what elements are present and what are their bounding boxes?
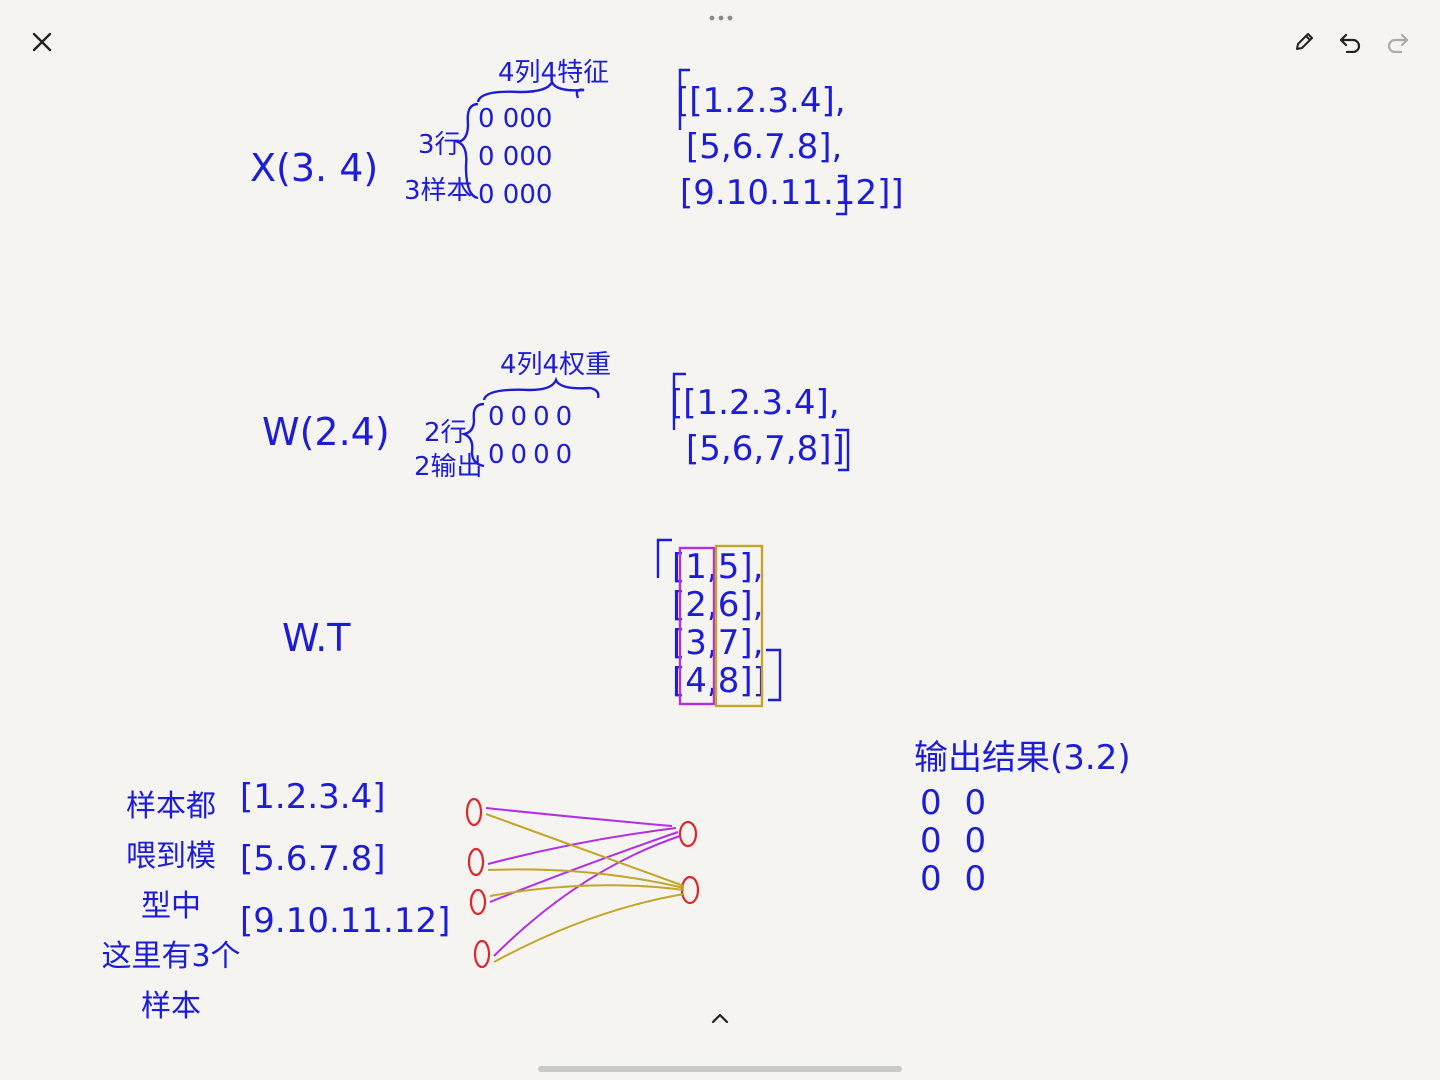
w-top-brace [482,376,600,401]
w-shape-label: W(2.4) [262,410,390,454]
input-node [465,797,483,827]
x-left-brace [453,102,479,200]
weight-line [487,827,677,865]
input-node [467,847,485,877]
close-icon [32,32,52,52]
output-title: 输出结果(3.2) [914,738,1131,778]
close-button[interactable] [22,22,62,62]
w-matrix-bracket-right [836,428,850,472]
output-grid: 0 0 0 0 0 0 [920,784,992,898]
input-node [473,939,491,969]
pen-button[interactable] [1284,22,1324,62]
side-annotation: 样本都 喂到模 型中 这里有3个 样本 [96,782,246,1032]
undo-button[interactable] [1330,22,1370,62]
w-grid-row: 0000 [488,402,579,432]
expand-toolbar-button[interactable] [700,998,740,1038]
w-matrix: [[1.2.3.4], [5,6,7,8]] [670,380,845,472]
output-grid-row: 0 0 [920,821,993,861]
wt-column-1-box [678,546,716,706]
x-grid-row: 0 000 [478,142,553,172]
w-node-grid: 0000 0000 [488,398,578,474]
pencil-icon [1296,33,1313,50]
x-matrix-bracket-right [836,174,848,216]
x-matrix-row: [9.10.11.12]] [680,173,904,213]
wt-matrix-row: [2,6], [672,585,764,625]
x-shape-label: X(3. 4) [250,146,379,190]
weight-line [487,868,685,889]
wt-matrix-row: [4,8]] [672,661,766,701]
output-node [680,875,700,905]
weight-line [493,835,681,957]
side-annotation-line: 样本 [141,989,201,1024]
redo-icon [1387,33,1409,53]
side-annotation-line: 这里有3个 [101,939,241,974]
wt-column-2-box [714,544,764,708]
w-left-brace [459,402,485,468]
w-brace-label: 4列4权重 [500,350,612,380]
w-matrix-row: [[1.2.3.4], [670,383,840,423]
x-rows-label: 3行 [418,130,461,160]
output-grid-row: 0 0 [920,783,993,823]
home-indicator[interactable] [538,1066,902,1072]
w-matrix-row: [5,6,7,8]] [686,429,845,469]
wt-matrix-row: [3,7], [672,623,764,663]
wt-matrix-row: [1,5], [672,547,764,587]
undo-icon [1339,33,1361,53]
redo-button[interactable] [1378,22,1418,62]
input-node [469,888,487,916]
w-rows-label: 2行 [424,418,467,448]
sample-row: [5.6.7.8] [240,839,386,879]
wt-bracket-right [766,648,782,702]
side-annotation-line: 样本都 [126,789,216,824]
weight-line [493,893,685,963]
weight-line [489,884,685,897]
x-top-brace [476,78,585,103]
x-matrix-row: [5,6.7.8], [686,127,843,167]
w-matrix-bracket-left [672,372,686,430]
x-grid-row: 0 000 [478,180,553,210]
output-node [678,820,698,848]
wt-matrix: [1,5], [2,6], [3,7], [4,8]] [672,548,766,700]
x-grid-row: 0 000 [478,104,553,134]
sample-row: [1.2.3.4] [240,777,386,817]
weight-line [485,813,685,887]
x-samples-label: 3样本 [404,176,473,206]
side-annotation-line: 型中 [141,889,201,924]
weight-line [485,807,673,827]
x-matrix: [[1.2.3.4], [5,6.7.8], [9.10.11.12]] [676,78,904,216]
wt-label: W.T [282,616,351,660]
side-annotation-line: 喂到模 [126,839,216,874]
w-grid-row: 0000 [488,440,579,470]
sample-list: [1.2.3.4] [5.6.7.8] [9.10.11.12] [240,766,450,952]
x-matrix-bracket-left [678,68,690,130]
sample-row: [9.10.11.12] [240,901,451,941]
output-grid-row: 0 0 [920,859,993,899]
x-node-grid: 0 000 0 000 0 000 [478,100,552,214]
chevron-up-icon [711,1013,729,1024]
wt-bracket-left [656,538,672,578]
w-outputs-label: 2输出 [414,452,483,482]
more-dots-icon[interactable] [708,4,734,29]
x-matrix-row: [[1.2.3.4], [676,81,846,121]
